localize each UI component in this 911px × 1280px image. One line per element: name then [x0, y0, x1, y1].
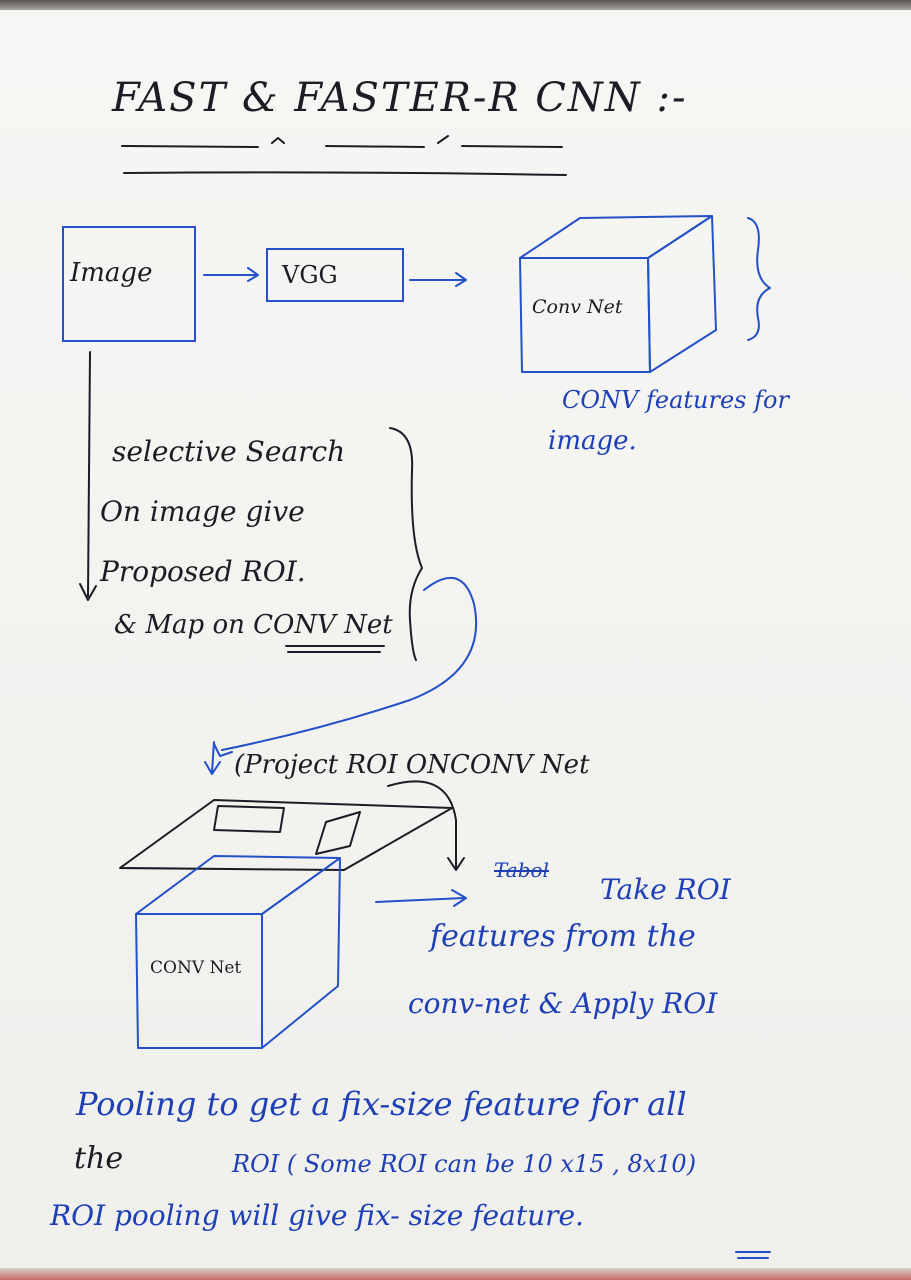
arrow-image-down [79, 351, 97, 601]
arrow-vgg-to-convnet [409, 272, 467, 287]
scribbled-word: Tabol [494, 858, 549, 882]
project-roi-label: (Project ROI ONCONV Net [234, 750, 590, 780]
page-bottom-edge [0, 1268, 911, 1280]
vgg-box-label: VGG [282, 261, 338, 289]
curve-to-project [213, 576, 478, 757]
pooling-line2-the: the [74, 1141, 124, 1176]
vgg-box: VGG [266, 248, 404, 302]
image-box-label: Image [70, 258, 153, 288]
convnet-cube-bottom [119, 799, 453, 871]
selective-search-line2: On image give [100, 495, 305, 528]
selective-search-line1: selective Search [112, 435, 346, 468]
roi-rectangles [213, 805, 361, 855]
convnet-top-label: Conv Net [532, 296, 623, 318]
pooling-line1: Pooling to get a fix-size feature for al… [76, 1085, 687, 1123]
conv-features-line2: image. [548, 426, 637, 456]
convnet-bottom-label: CONV Net [150, 958, 242, 978]
arrow-image-to-vgg [203, 267, 259, 282]
cube-brace [747, 217, 771, 341]
title-underline-1 [121, 135, 563, 148]
take-roi-line3: conv-net & Apply ROI [408, 987, 718, 1020]
take-roi-line1: Take ROI [600, 873, 731, 906]
convnet-underline [285, 645, 385, 653]
feature-underline [735, 1251, 771, 1259]
arrow-down-project [204, 741, 221, 775]
page-title: FAST & FASTER-R CNN :- [112, 75, 688, 121]
image-box: Image [62, 226, 196, 342]
selective-search-line4: & Map on CONV Net [114, 610, 393, 640]
arrow-to-take-roi [375, 889, 467, 907]
selective-search-brace [389, 427, 423, 661]
title-underline-2 [123, 171, 567, 176]
pooling-line2-roi: ROI ( Some ROI can be 10 x15 , 8x10) [232, 1150, 697, 1178]
convnet-cube-top [519, 215, 717, 373]
curve-plane-arrow [387, 780, 465, 871]
selective-search-line3: Proposed ROI. [100, 555, 306, 588]
pooling-line3: ROI pooling will give fix- size feature. [50, 1199, 584, 1232]
page-top-edge [0, 0, 911, 10]
take-roi-line2: features from the [430, 919, 696, 954]
conv-features-line1: CONV features for [562, 386, 789, 414]
